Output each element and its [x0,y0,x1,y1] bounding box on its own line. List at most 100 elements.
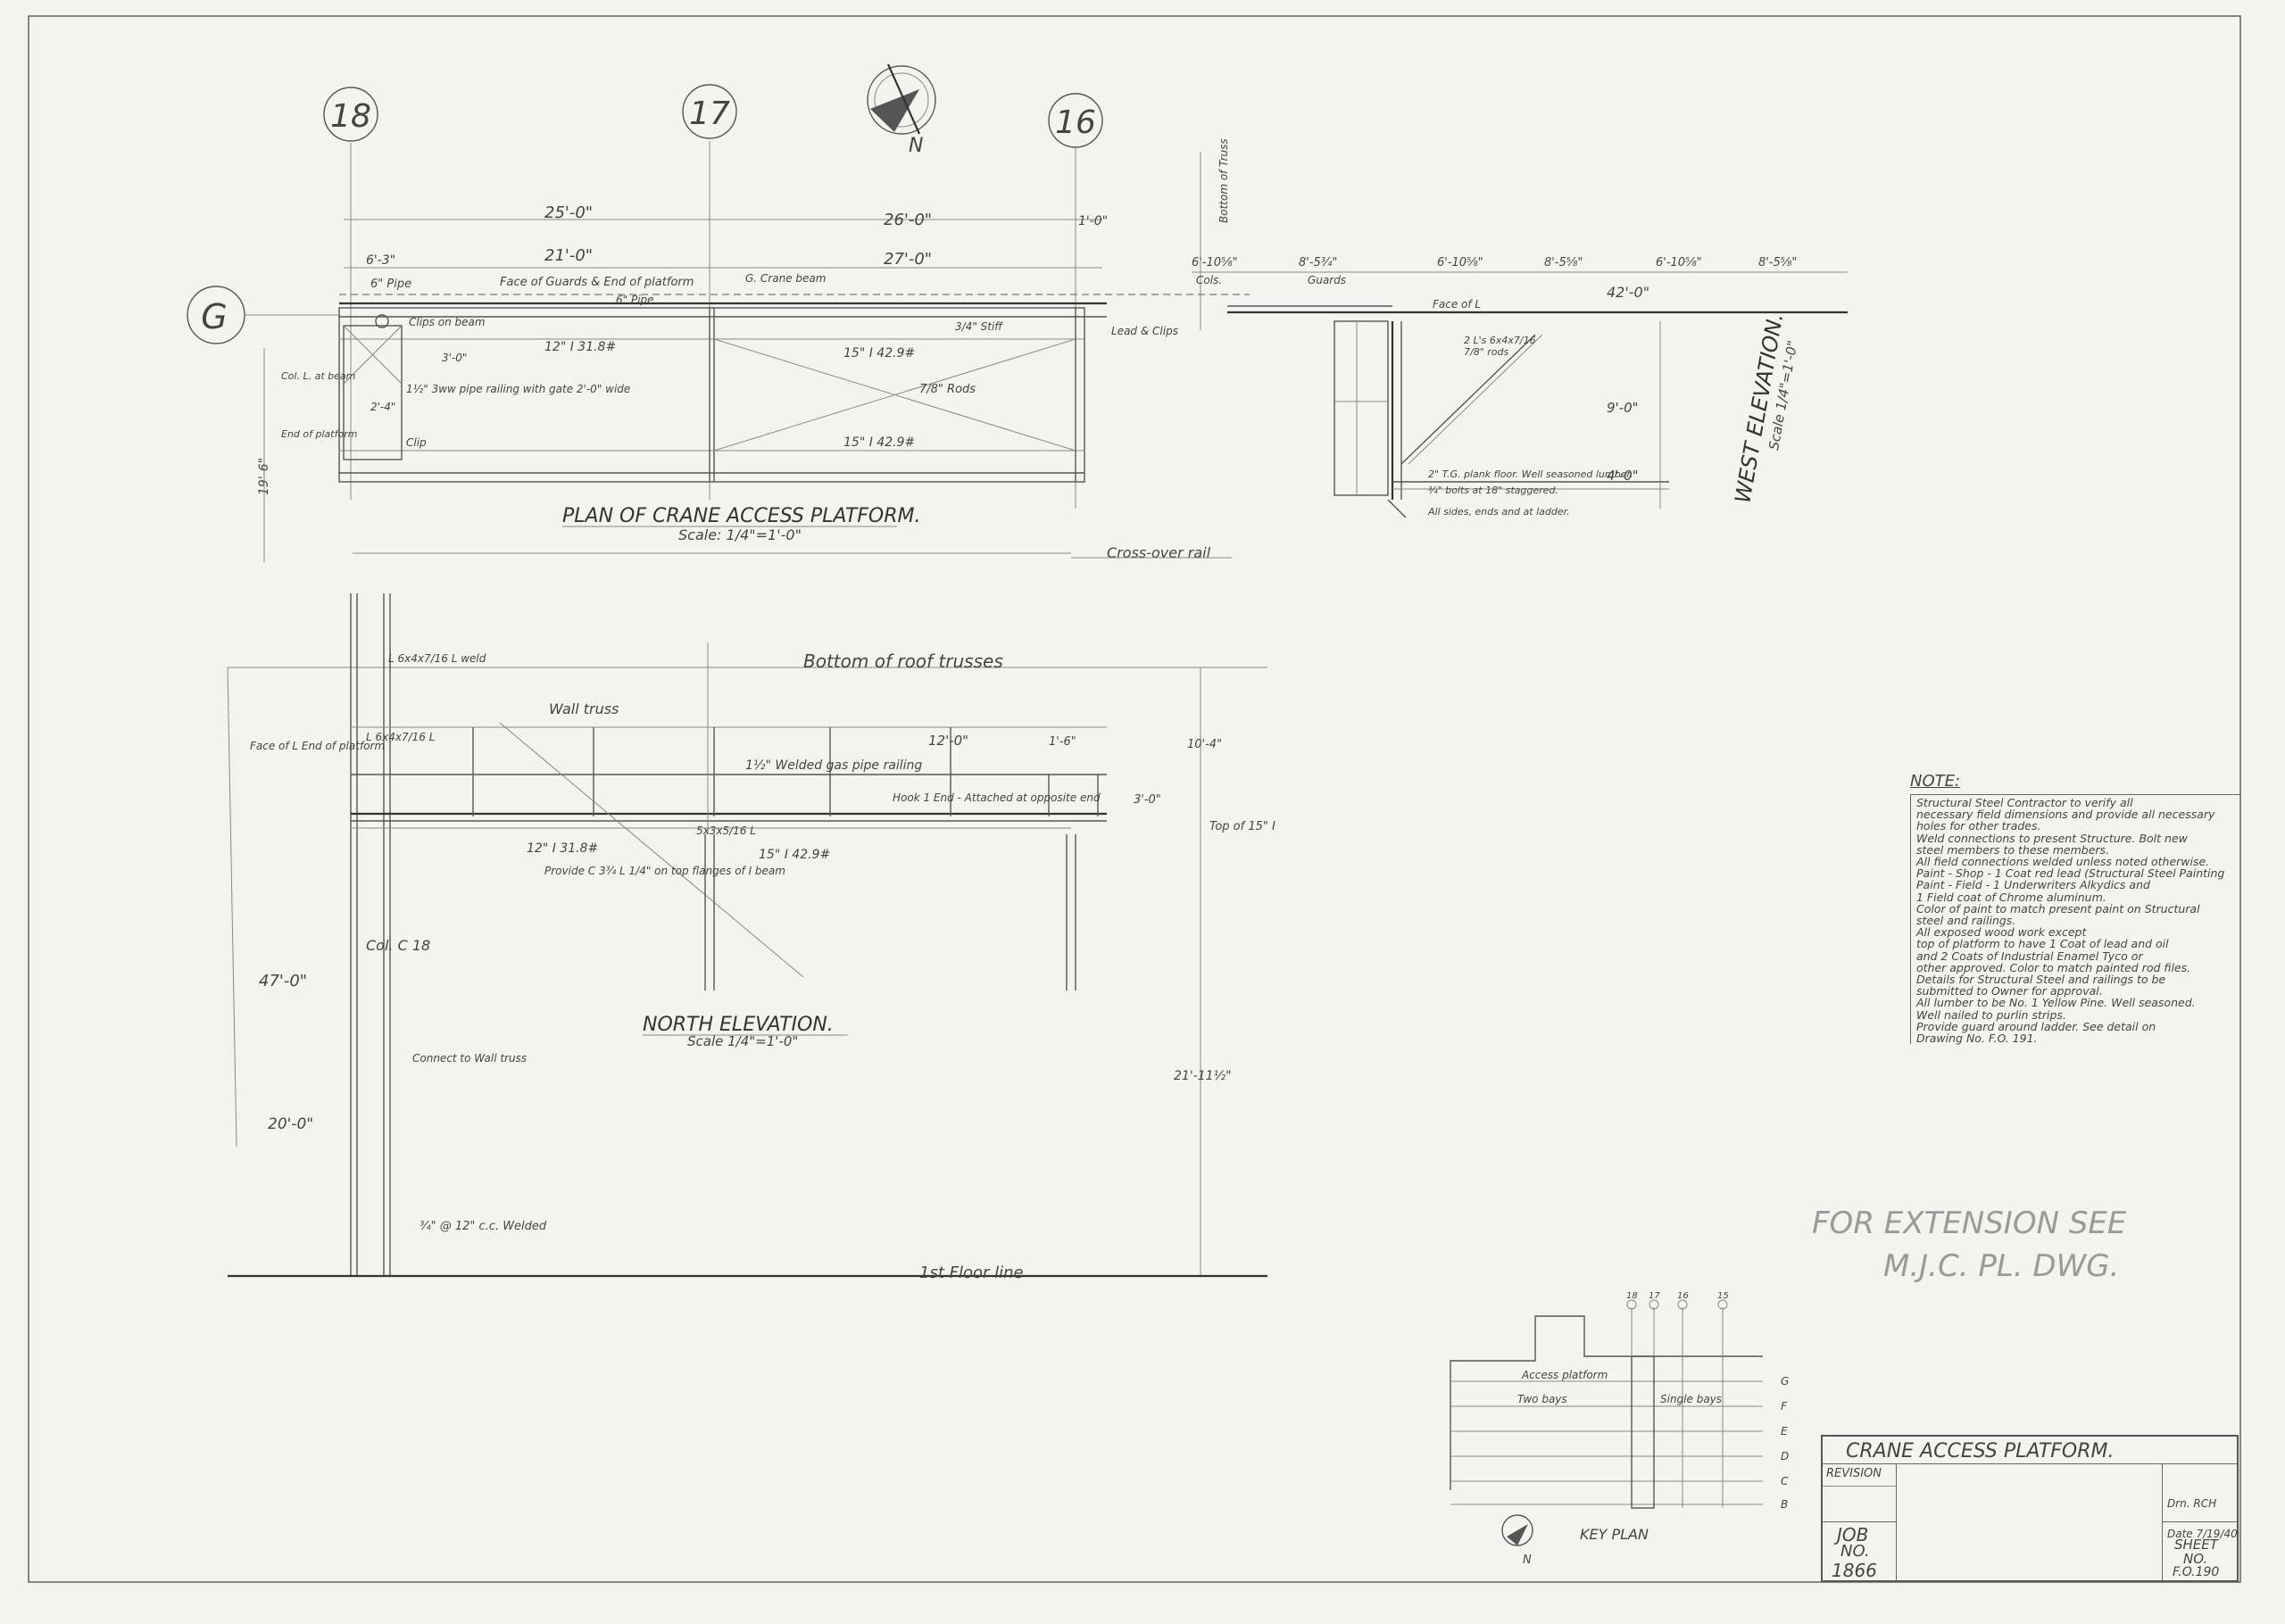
svg-text:6'-3": 6'-3" [366,253,395,268]
svg-text:1st Floor line: 1st Floor line [919,1264,1024,1282]
svg-text:Face of L End of platform: Face of L End of platform [250,740,385,752]
svg-text:16: 16 [1677,1291,1689,1301]
grid-bubble-g: G [187,286,245,344]
revision-label: REVISION [1826,1467,1882,1480]
svg-text:1'-0": 1'-0" [1078,214,1108,228]
svg-text:F: F [1781,1400,1788,1413]
note-line: other approved. Color to match painted r… [1916,960,2191,974]
svg-text:Top of 15" I: Top of 15" I [1209,820,1275,833]
svg-text:21'-11½": 21'-11½" [1174,1069,1232,1083]
sheet-label: SHEET [2174,1537,2218,1553]
svg-text:Bottom of Truss: Bottom of Truss [1217,138,1230,223]
svg-text:12" I 31.8#: 12" I 31.8# [527,841,598,856]
svg-text:5x3x5/16 L: 5x3x5/16 L [696,824,756,837]
west-elevation [1192,152,1848,518]
svg-text:L 6x4x7/16 L: L 6x4x7/16 L [366,731,435,743]
svg-text:¾" @ 12" c.c. Welded: ¾" @ 12" c.c. Welded [420,1220,547,1233]
svg-text:G: G [201,297,227,336]
svg-text:C: C [1781,1475,1789,1487]
job-label: JOB [1837,1524,1869,1545]
svg-text:6" Pipe: 6" Pipe [616,294,654,306]
note-line: submitted to Owner for approval. [1916,984,2103,998]
svg-text:Connect to Wall truss: Connect to Wall truss [412,1052,527,1065]
title-block-title: CRANE ACCESS PLATFORM. [1846,1440,2115,1462]
svg-text:Face of Guards & End of platfo: Face of Guards & End of platform [500,276,694,289]
svg-text:3'-0": 3'-0" [1134,793,1161,807]
note-line: All exposed wood work except [1916,925,2087,940]
svg-text:Face of L: Face of L [1433,298,1481,311]
svg-text:G: G [1781,1375,1789,1388]
svg-text:10'-4": 10'-4" [1187,738,1222,751]
svg-text:16: 16 [1055,104,1096,141]
key-plan-title: KEY PLAN [1580,1526,1649,1543]
svg-text:15" I 42.9#: 15" I 42.9# [843,435,915,450]
grid-bubble-16: 16 [1048,93,1103,148]
note-line: steel members to these members. [1916,842,2110,857]
svg-text:6'-10⅝": 6'-10⅝" [1192,256,1238,269]
svg-text:Guards: Guards [1308,274,1346,286]
svg-text:3/4" Stiff: 3/4" Stiff [955,320,1003,333]
svg-text:25'-0": 25'-0" [544,203,593,222]
svg-text:Two bays: Two bays [1517,1393,1567,1405]
svg-text:7/8" Rods: 7/8" Rods [919,383,976,396]
svg-text:8'-5⅝": 8'-5⅝" [1758,256,1797,269]
sheet-no-label: NO. [2183,1551,2208,1567]
title-block: CRANE ACCESS PLATFORM. REVISION Drn. RCH… [1821,1435,2239,1582]
notes-heading: NOTE: [1910,772,1961,791]
note-line: All field connections welded unless note… [1916,855,2210,869]
svg-text:FOR EXTENSION SEE: FOR EXTENSION SEE [1812,1206,2127,1241]
svg-text:G. Crane beam: G. Crane beam [745,272,826,285]
svg-text:18: 18 [330,98,371,135]
svg-text:1½" Welded gas pipe railing: 1½" Welded gas pipe railing [745,758,922,773]
svg-text:N: N [909,135,923,157]
svg-text:12'-0": 12'-0" [928,733,968,749]
north-elevation [227,593,1267,1278]
svg-text:3'-0": 3'-0" [442,352,467,364]
note-line: Well nailed to purlin strips. [1916,1007,2066,1022]
notes-box: NOTE: Structural Steel Contractor to ver… [1910,772,2240,1048]
svg-text:27'-0": 27'-0" [884,250,932,269]
note-line: Structural Steel Contractor to verify al… [1916,796,2133,809]
svg-text:15" I 42.9#: 15" I 42.9# [759,848,830,862]
svg-text:E: E [1781,1425,1788,1438]
svg-text:8'-5⅝": 8'-5⅝" [1544,256,1583,269]
svg-text:6'-10⅝": 6'-10⅝" [1437,256,1483,269]
notes-list: Structural Steel Contractor to verify al… [1910,794,2240,1045]
svg-text:Hook 1 End - Attached at oppos: Hook 1 End - Attached at opposite end [893,791,1101,804]
north-arrow-icon: N [867,63,936,157]
plan-platform [338,294,1250,483]
svg-text:7/8" rods: 7/8" rods [1464,346,1508,358]
svg-text:18: 18 [1626,1291,1638,1301]
svg-text:15: 15 [1717,1291,1729,1301]
note-line: top of platform to have 1 Coat of lead a… [1916,937,2169,951]
job-number: 1866 [1832,1560,1877,1581]
key-plan-north-arrow-icon: N [1501,1514,1533,1567]
svg-text:26'-0": 26'-0" [884,211,932,229]
svg-text:21'-0": 21'-0" [544,246,593,265]
note-line: Color of paint to match present paint on… [1916,901,2200,916]
drawn-by: Drn. RCH [2167,1497,2217,1510]
north-elevation-title: NORTH ELEVATION. [643,1014,834,1036]
svg-text:All sides, ends and at ladder.: All sides, ends and at ladder. [1427,506,1570,518]
key-plan [1450,1299,1763,1509]
sheet-number: F.O.190 [2173,1565,2220,1579]
svg-text:L 6x4x7/16 L weld: L 6x4x7/16 L weld [388,652,486,665]
svg-text:¾" bolts at 18" staggered.: ¾" bolts at 18" staggered. [1428,485,1558,496]
svg-text:End of platform: End of platform [281,428,357,440]
note-line: necessary field dimensions and provide a… [1916,808,2215,822]
svg-text:Cross-over rail: Cross-over rail [1107,544,1211,561]
note-line: Paint - Shop - 1 Coat red lead (Structur… [1916,866,2225,881]
note-line: Weld connections to present Structure. B… [1916,831,2188,845]
plan-title: PLAN OF CRANE ACCESS PLATFORM. [562,505,921,527]
svg-text:Scale: 1/4"=1'-0": Scale: 1/4"=1'-0" [678,526,802,543]
svg-text:12" I 31.8#: 12" I 31.8# [544,340,616,354]
svg-text:Scale 1/4"=1'-0": Scale 1/4"=1'-0" [687,1033,798,1049]
svg-text:Access platform: Access platform [1521,1369,1608,1381]
note-line: steel and railings. [1916,914,2016,928]
job-no-label: NO. [1840,1542,1870,1561]
note-line: and 2 Coats of Industrial Enamel Tyco or [1916,949,2143,963]
svg-text:N: N [1523,1554,1532,1567]
svg-text:15" I 42.9#: 15" I 42.9# [843,346,915,360]
note-line: 1 Field coat of Chrome aluminum. [1916,890,2106,904]
